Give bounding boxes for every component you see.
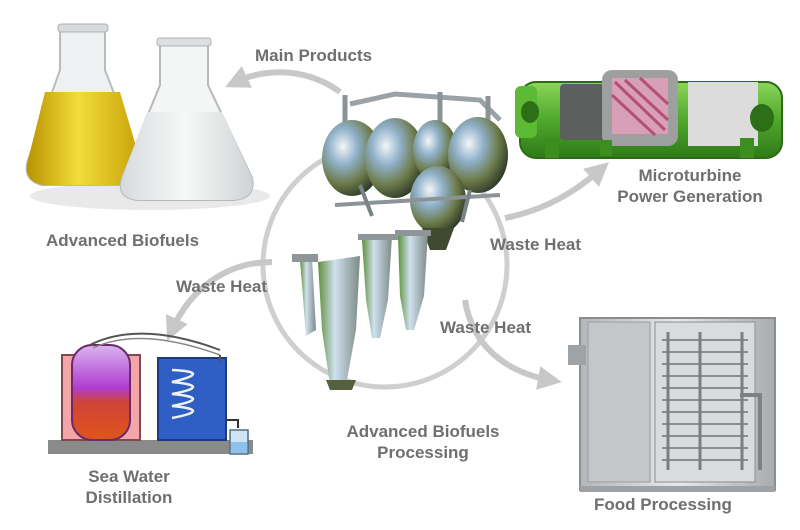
sea-water-label-line2: Distillation xyxy=(85,488,173,507)
waste-heat-label-left: Waste Heat xyxy=(176,277,268,296)
arrow-distillation xyxy=(165,259,273,341)
arrow-main-products xyxy=(225,66,342,95)
food-processing-label: Food Processing xyxy=(594,495,732,514)
processing-label: Advanced Biofuels Processing xyxy=(328,421,518,463)
processing-label-line1: Advanced Biofuels xyxy=(346,422,500,441)
waste-heat-label-right: Waste Heat xyxy=(490,235,582,254)
microturbine-label-line1: Microturbine xyxy=(638,166,742,185)
arrow-food-processing xyxy=(462,299,562,390)
sea-water-label: Sea Water Distillation xyxy=(64,466,194,508)
main-products-label: Main Products xyxy=(255,46,373,65)
microturbine-label-line2: Power Generation xyxy=(617,187,763,206)
arrow-microturbine xyxy=(504,162,610,221)
waste-heat-label-bottom: Waste Heat xyxy=(440,318,532,337)
advanced-biofuels-label: Advanced Biofuels xyxy=(46,231,200,250)
processing-label-line2: Processing xyxy=(377,443,469,462)
microturbine-label: Microturbine Power Generation xyxy=(615,165,765,207)
sea-water-label-line1: Sea Water xyxy=(88,467,170,486)
